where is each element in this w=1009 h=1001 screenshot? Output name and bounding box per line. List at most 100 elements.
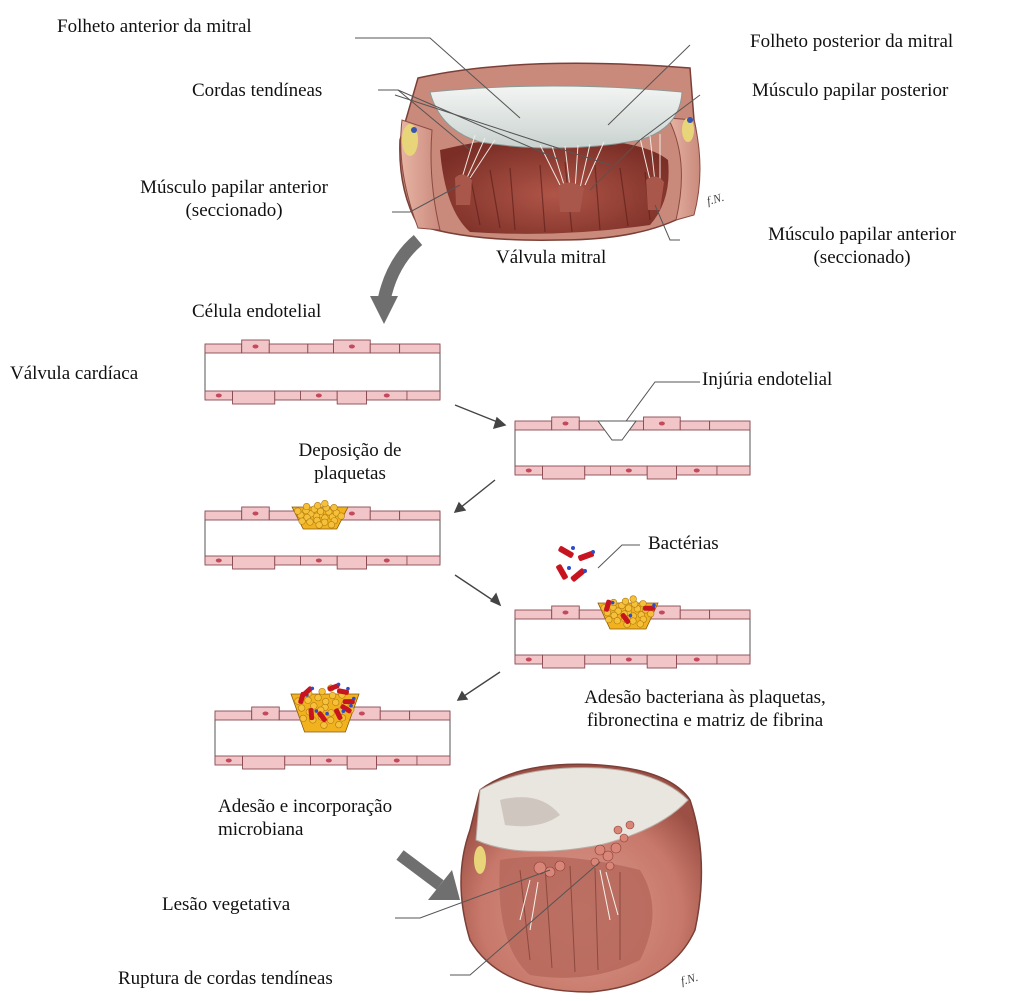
platelet-vessel (205, 500, 440, 569)
label-anterior-papillary-right-line2: (seccionado) (738, 246, 986, 269)
cell-nucleus (659, 611, 665, 615)
endothelial-cell (543, 466, 585, 479)
label-heart-valve: Válvula cardíaca (10, 362, 138, 385)
cell-nucleus (316, 394, 322, 398)
endothelial-cell (417, 756, 450, 765)
endothelial-cell (269, 344, 308, 353)
label-chordae-rupture: Ruptura de cordas tendíneas (118, 967, 333, 990)
cell-nucleus (626, 469, 632, 473)
endothelial-cell (400, 511, 440, 520)
label-anterior-papillary-left-line1: Músculo papilar anterior (98, 176, 370, 199)
down-right-arrow-icon (400, 855, 460, 900)
svg-text:f.N.: f.N. (679, 970, 699, 988)
bacterium (308, 708, 314, 720)
label-endothelial-injury: Injúria endotelial (702, 368, 832, 391)
endothelial-cell (710, 610, 750, 619)
cell-nucleus (394, 759, 400, 763)
cell-nucleus (226, 759, 232, 763)
cell-nucleus (562, 611, 568, 615)
endothelial-cell (585, 655, 611, 664)
label-microbial-incorporation-line1: Adesão e incorporação (218, 795, 458, 818)
label-bacterial-adhesion-line1: Adesão bacteriana às plaquetas, (540, 686, 870, 709)
endothelial-cell (407, 391, 440, 400)
endothelial-cell (647, 466, 676, 479)
bacterium (555, 564, 568, 581)
svg-text:f.N.: f.N. (705, 190, 725, 208)
label-endothelial-cell: Célula endotelial (192, 300, 321, 323)
endothelial-cell (380, 711, 409, 720)
label-mitral-valve: Válvula mitral (496, 246, 606, 269)
endothelial-cell (585, 466, 611, 475)
label-anterior-papillary-right: Músculo papilar anterior (seccionado) (738, 223, 986, 269)
free-bacteria-cluster (555, 545, 595, 582)
endothelial-cell (717, 655, 750, 664)
endothelial-cell (233, 556, 275, 569)
endothelial-cell (285, 756, 311, 765)
endothelial-cell (543, 655, 585, 668)
label-bacteria: Bactérias (648, 532, 719, 555)
label-bacterial-adhesion: Adesão bacteriana às plaquetas, fibronec… (540, 686, 870, 732)
label-anterior-papillary-left: Músculo papilar anterior (seccionado) (98, 176, 370, 222)
curved-down-arrow-icon (370, 240, 418, 324)
cell-nucleus (694, 469, 700, 473)
endothelial-cell (205, 344, 242, 353)
cell-nucleus (349, 512, 355, 516)
bacteria-vessel (515, 596, 750, 668)
cell-nucleus (562, 422, 568, 426)
endothelial-cell (410, 711, 450, 720)
endothelial-cell (308, 344, 334, 353)
endothelial-cell (647, 655, 676, 668)
cell-nucleus (216, 394, 222, 398)
endothelial-cell (233, 391, 275, 404)
cell-nucleus (659, 422, 665, 426)
endothelial-cell (680, 421, 709, 430)
label-microbial-incorporation-line2: microbiana (218, 818, 458, 841)
injured-vessel (515, 417, 750, 479)
cell-nucleus (252, 345, 258, 349)
label-platelet-deposition: Deposição de plaquetas (270, 439, 430, 485)
endothelial-cell (337, 556, 366, 569)
label-platelet-deposition-line1: Deposição de (270, 439, 430, 462)
label-anterior-leaflet: Folheto anterior da mitral (57, 15, 252, 38)
label-microbial-incorporation: Adesão e incorporação microbiana (218, 795, 458, 841)
label-vegetative-lesion: Lesão vegetativa (162, 893, 290, 916)
label-anterior-papillary-left-line2: (seccionado) (98, 199, 370, 222)
endothelial-cell (515, 610, 552, 619)
endothelial-cell (407, 556, 440, 565)
process-arrows (455, 405, 505, 700)
endothelial-cell (215, 711, 252, 720)
cell-nucleus (262, 712, 268, 716)
label-bacterial-adhesion-line2: fibronectina e matriz de fibrina (540, 709, 870, 732)
cell-nucleus (359, 712, 365, 716)
endothelial-cell (275, 556, 301, 565)
cell-nucleus (216, 559, 222, 563)
label-chordae: Cordas tendíneas (192, 79, 322, 102)
cell-nucleus (694, 658, 700, 662)
heart-valve-vessel (205, 340, 440, 404)
label-platelet-deposition-line2: plaquetas (270, 462, 430, 485)
mitral-valve-illustration: f.N. (400, 63, 726, 240)
endothelial-cell (243, 756, 285, 769)
endothelial-cell (205, 511, 242, 520)
endothelial-cell (710, 421, 750, 430)
label-posterior-leaflet: Folheto posterior da mitral (750, 30, 953, 53)
cell-nucleus (252, 512, 258, 516)
cell-nucleus (326, 759, 332, 763)
incorporation-vessel (215, 683, 450, 769)
cell-nucleus (384, 394, 390, 398)
cell-nucleus (626, 658, 632, 662)
label-posterior-papillary: Músculo papilar posterior (752, 79, 948, 102)
cell-nucleus (349, 345, 355, 349)
endothelial-cell (680, 610, 709, 619)
cell-nucleus (316, 559, 322, 563)
endothelial-cell (275, 391, 301, 400)
cell-nucleus (384, 559, 390, 563)
cell-nucleus (526, 658, 532, 662)
endothelial-cell (400, 344, 440, 353)
cell-nucleus (526, 469, 532, 473)
label-anterior-papillary-right-line1: Músculo papilar anterior (738, 223, 986, 246)
endothelial-cell (370, 511, 399, 520)
endothelial-cell (347, 756, 376, 769)
endothelial-cell (370, 344, 399, 353)
